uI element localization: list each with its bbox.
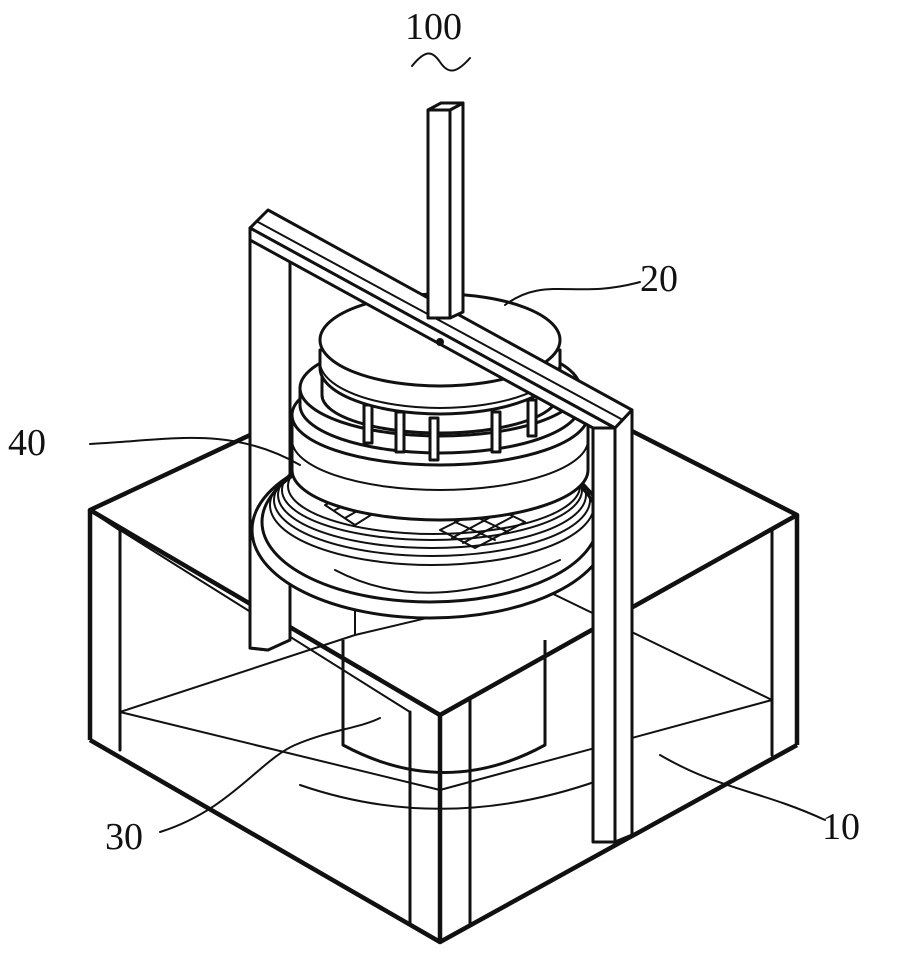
leader-lines [89, 52, 826, 833]
label-device-100: 100 [405, 6, 462, 48]
support-pins [362, 398, 538, 462]
label-cylinder-30: 30 [105, 816, 143, 858]
gantry-post-right [591, 408, 634, 844]
leader-40 [89, 436, 301, 466]
leader-10 [659, 754, 826, 821]
leader-100 [411, 52, 471, 72]
label-upper-disc-20: 20 [640, 258, 678, 300]
leader-30 [159, 717, 381, 833]
label-side-ring-40: 40 [8, 422, 46, 464]
leader-20 [504, 281, 641, 306]
gantry-post-left [248, 222, 292, 652]
vertical-rod [426, 101, 465, 346]
label-base-frame-10: 10 [822, 806, 860, 848]
cylinder-30 [299, 640, 601, 810]
